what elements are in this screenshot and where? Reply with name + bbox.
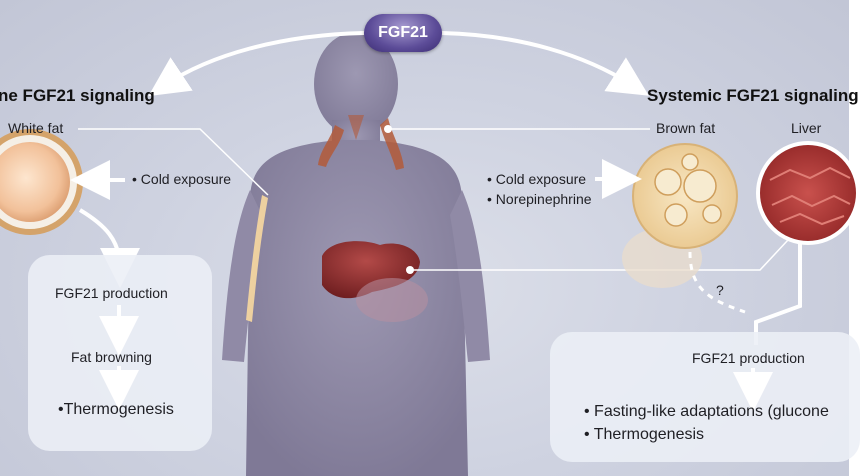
fgf21-badge-label: FGF21 [378, 24, 428, 41]
left-stimulus: • Cold exposure [132, 171, 232, 187]
brown-fat-tissue [622, 143, 738, 288]
arm-fat-highlight [246, 195, 268, 322]
fgf21-badge: FGF21 [364, 14, 442, 52]
white-fat-tissue [0, 129, 83, 235]
left-step-3: •Thermogenesis [58, 401, 174, 418]
right-stimulus-1: • Cold exposure [487, 171, 587, 187]
leader-white-fat [78, 128, 269, 196]
right-title: Systemic FGF21 signaling [647, 86, 859, 105]
liver-tissue [756, 141, 860, 245]
arc-left [148, 31, 365, 97]
brown-fat-label: Brown fat [656, 120, 716, 136]
right-outcome-2: • Thermogenesis [584, 426, 705, 443]
leader-liver [410, 239, 789, 271]
human-silhouette [222, 32, 490, 476]
right-outcome-1: • Fasting-like adaptations (glucone [584, 403, 829, 420]
left-step-1: FGF21 production [55, 285, 168, 301]
left-title: ne FGF21 signaling [0, 86, 155, 105]
left-step-2: Fat browning [71, 349, 152, 365]
unknown-link-mark: ? [716, 282, 724, 298]
body-liver [322, 241, 428, 322]
liver-label: Liver [791, 120, 822, 136]
right-production: FGF21 production [692, 350, 805, 366]
right-pathway-panel [550, 332, 860, 462]
arc-right [441, 31, 649, 96]
right-stimulus-2: • Norepinephrine [487, 191, 592, 207]
white-fat-label: White fat [8, 120, 64, 136]
